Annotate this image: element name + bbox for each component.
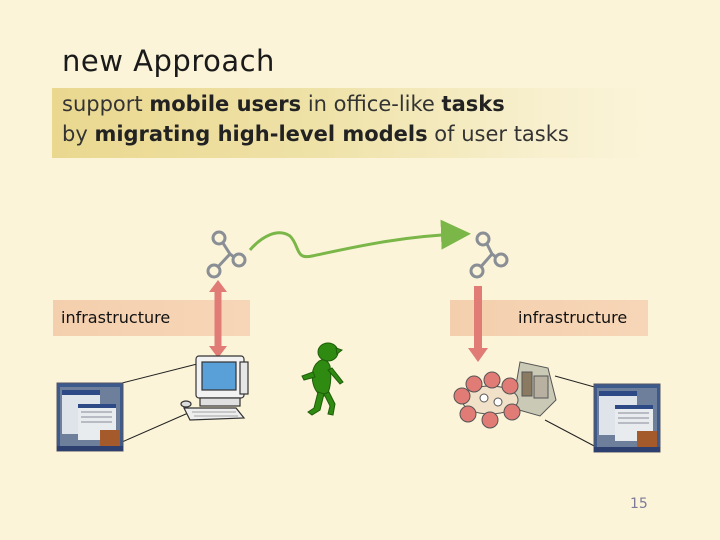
page-number: 15 xyxy=(630,496,648,512)
subtitle-run: by xyxy=(62,122,95,146)
connector-arrow-left xyxy=(209,280,227,358)
infrastructure-bar-right: infrastructure xyxy=(450,300,648,336)
screenshot-thumbnail-icon xyxy=(56,382,124,452)
slide-title: new Approach xyxy=(62,44,275,78)
subtitle-run: mobile users xyxy=(149,92,302,116)
infrastructure-label-left: infrastructure xyxy=(61,308,171,327)
meeting-room-icon xyxy=(453,361,557,429)
subtitle-run: tasks xyxy=(441,92,505,116)
task-model-icon xyxy=(469,231,509,279)
curvy-arrow-icon xyxy=(248,219,471,259)
screenshot-thumbnail-icon xyxy=(593,383,661,453)
desktop-computer-icon xyxy=(180,355,249,421)
connector-arrow-right xyxy=(468,286,488,362)
subtitle-line-1: support mobile users in office-like task… xyxy=(62,92,505,116)
subtitle-run: of user tasks xyxy=(427,122,569,146)
walking-person-icon xyxy=(301,342,344,416)
subtitle-line-2: by migrating high-level models of user t… xyxy=(62,122,569,146)
subtitle-box xyxy=(52,88,648,158)
subtitle-run: migrating high-level models xyxy=(94,122,428,146)
subtitle-run: in office-like xyxy=(301,92,442,116)
subtitle-run: support xyxy=(62,92,150,116)
task-model-icon xyxy=(206,230,247,279)
infrastructure-label-right: infrastructure xyxy=(518,308,628,327)
